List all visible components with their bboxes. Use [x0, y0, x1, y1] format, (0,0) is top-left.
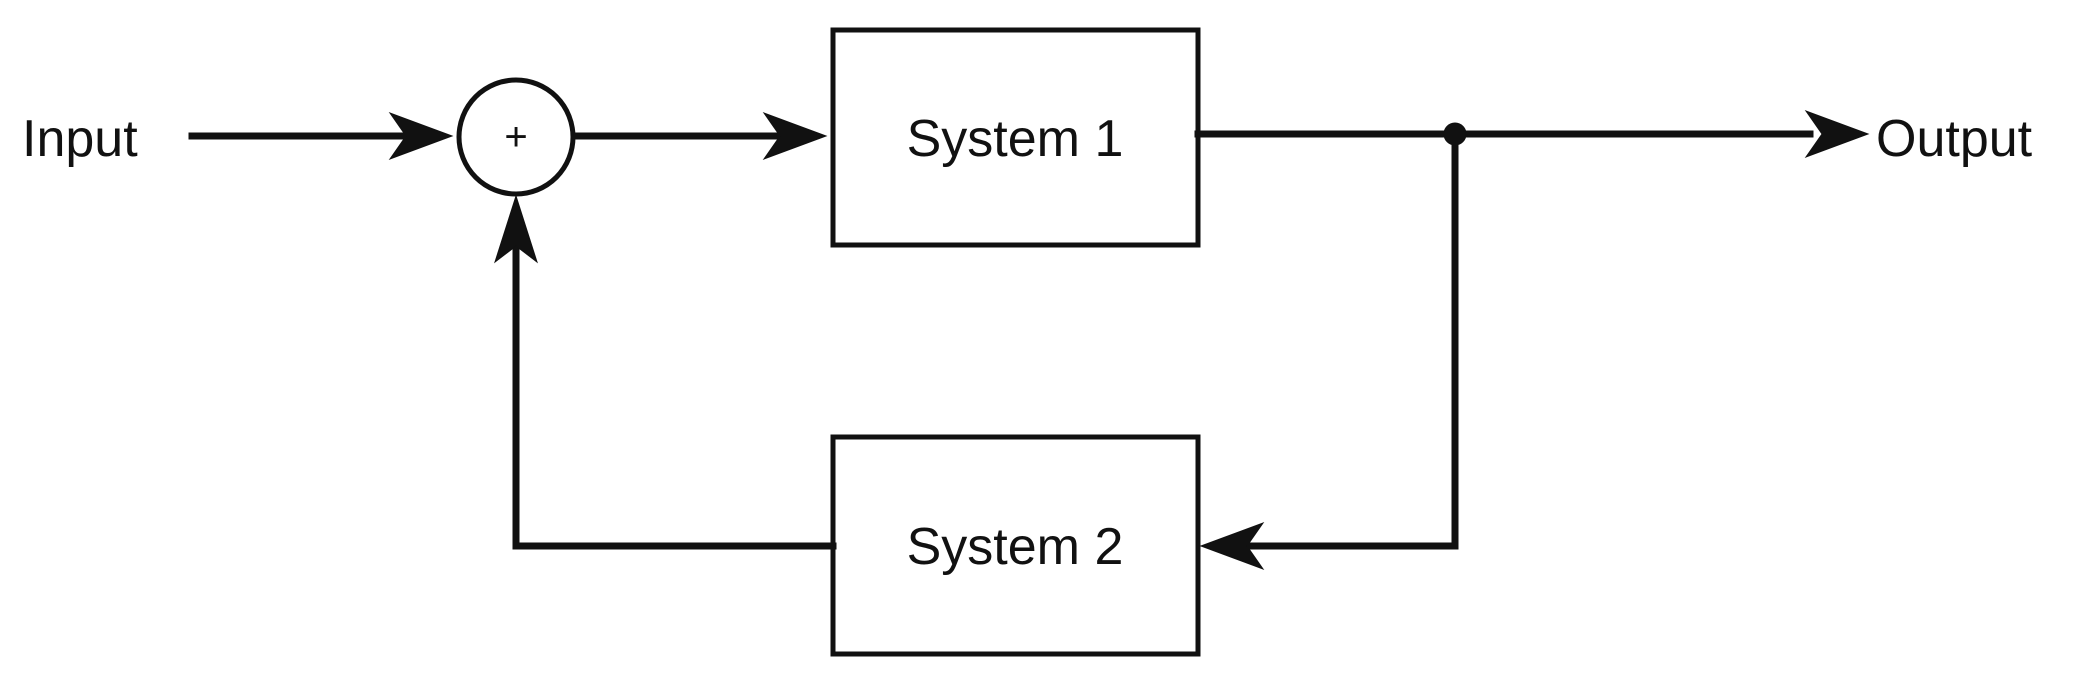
output-label: Output	[1876, 110, 2033, 168]
summing-feedback-arrowhead	[494, 194, 538, 264]
input-label: Input	[22, 110, 138, 168]
system2-label: System 2	[907, 518, 1124, 576]
input-arrowhead	[388, 111, 454, 161]
system2-block	[830, 434, 1201, 657]
system1-input-arrowhead	[762, 111, 828, 161]
feedback-return-wire	[1246, 130, 1459, 550]
system1-label: System 1	[907, 110, 1124, 168]
summing-junction-symbol: +	[504, 115, 527, 159]
output-arrowhead	[1804, 109, 1870, 159]
feedback-to-sum-wire	[512, 246, 837, 550]
system2-input-arrowhead	[1199, 521, 1265, 571]
